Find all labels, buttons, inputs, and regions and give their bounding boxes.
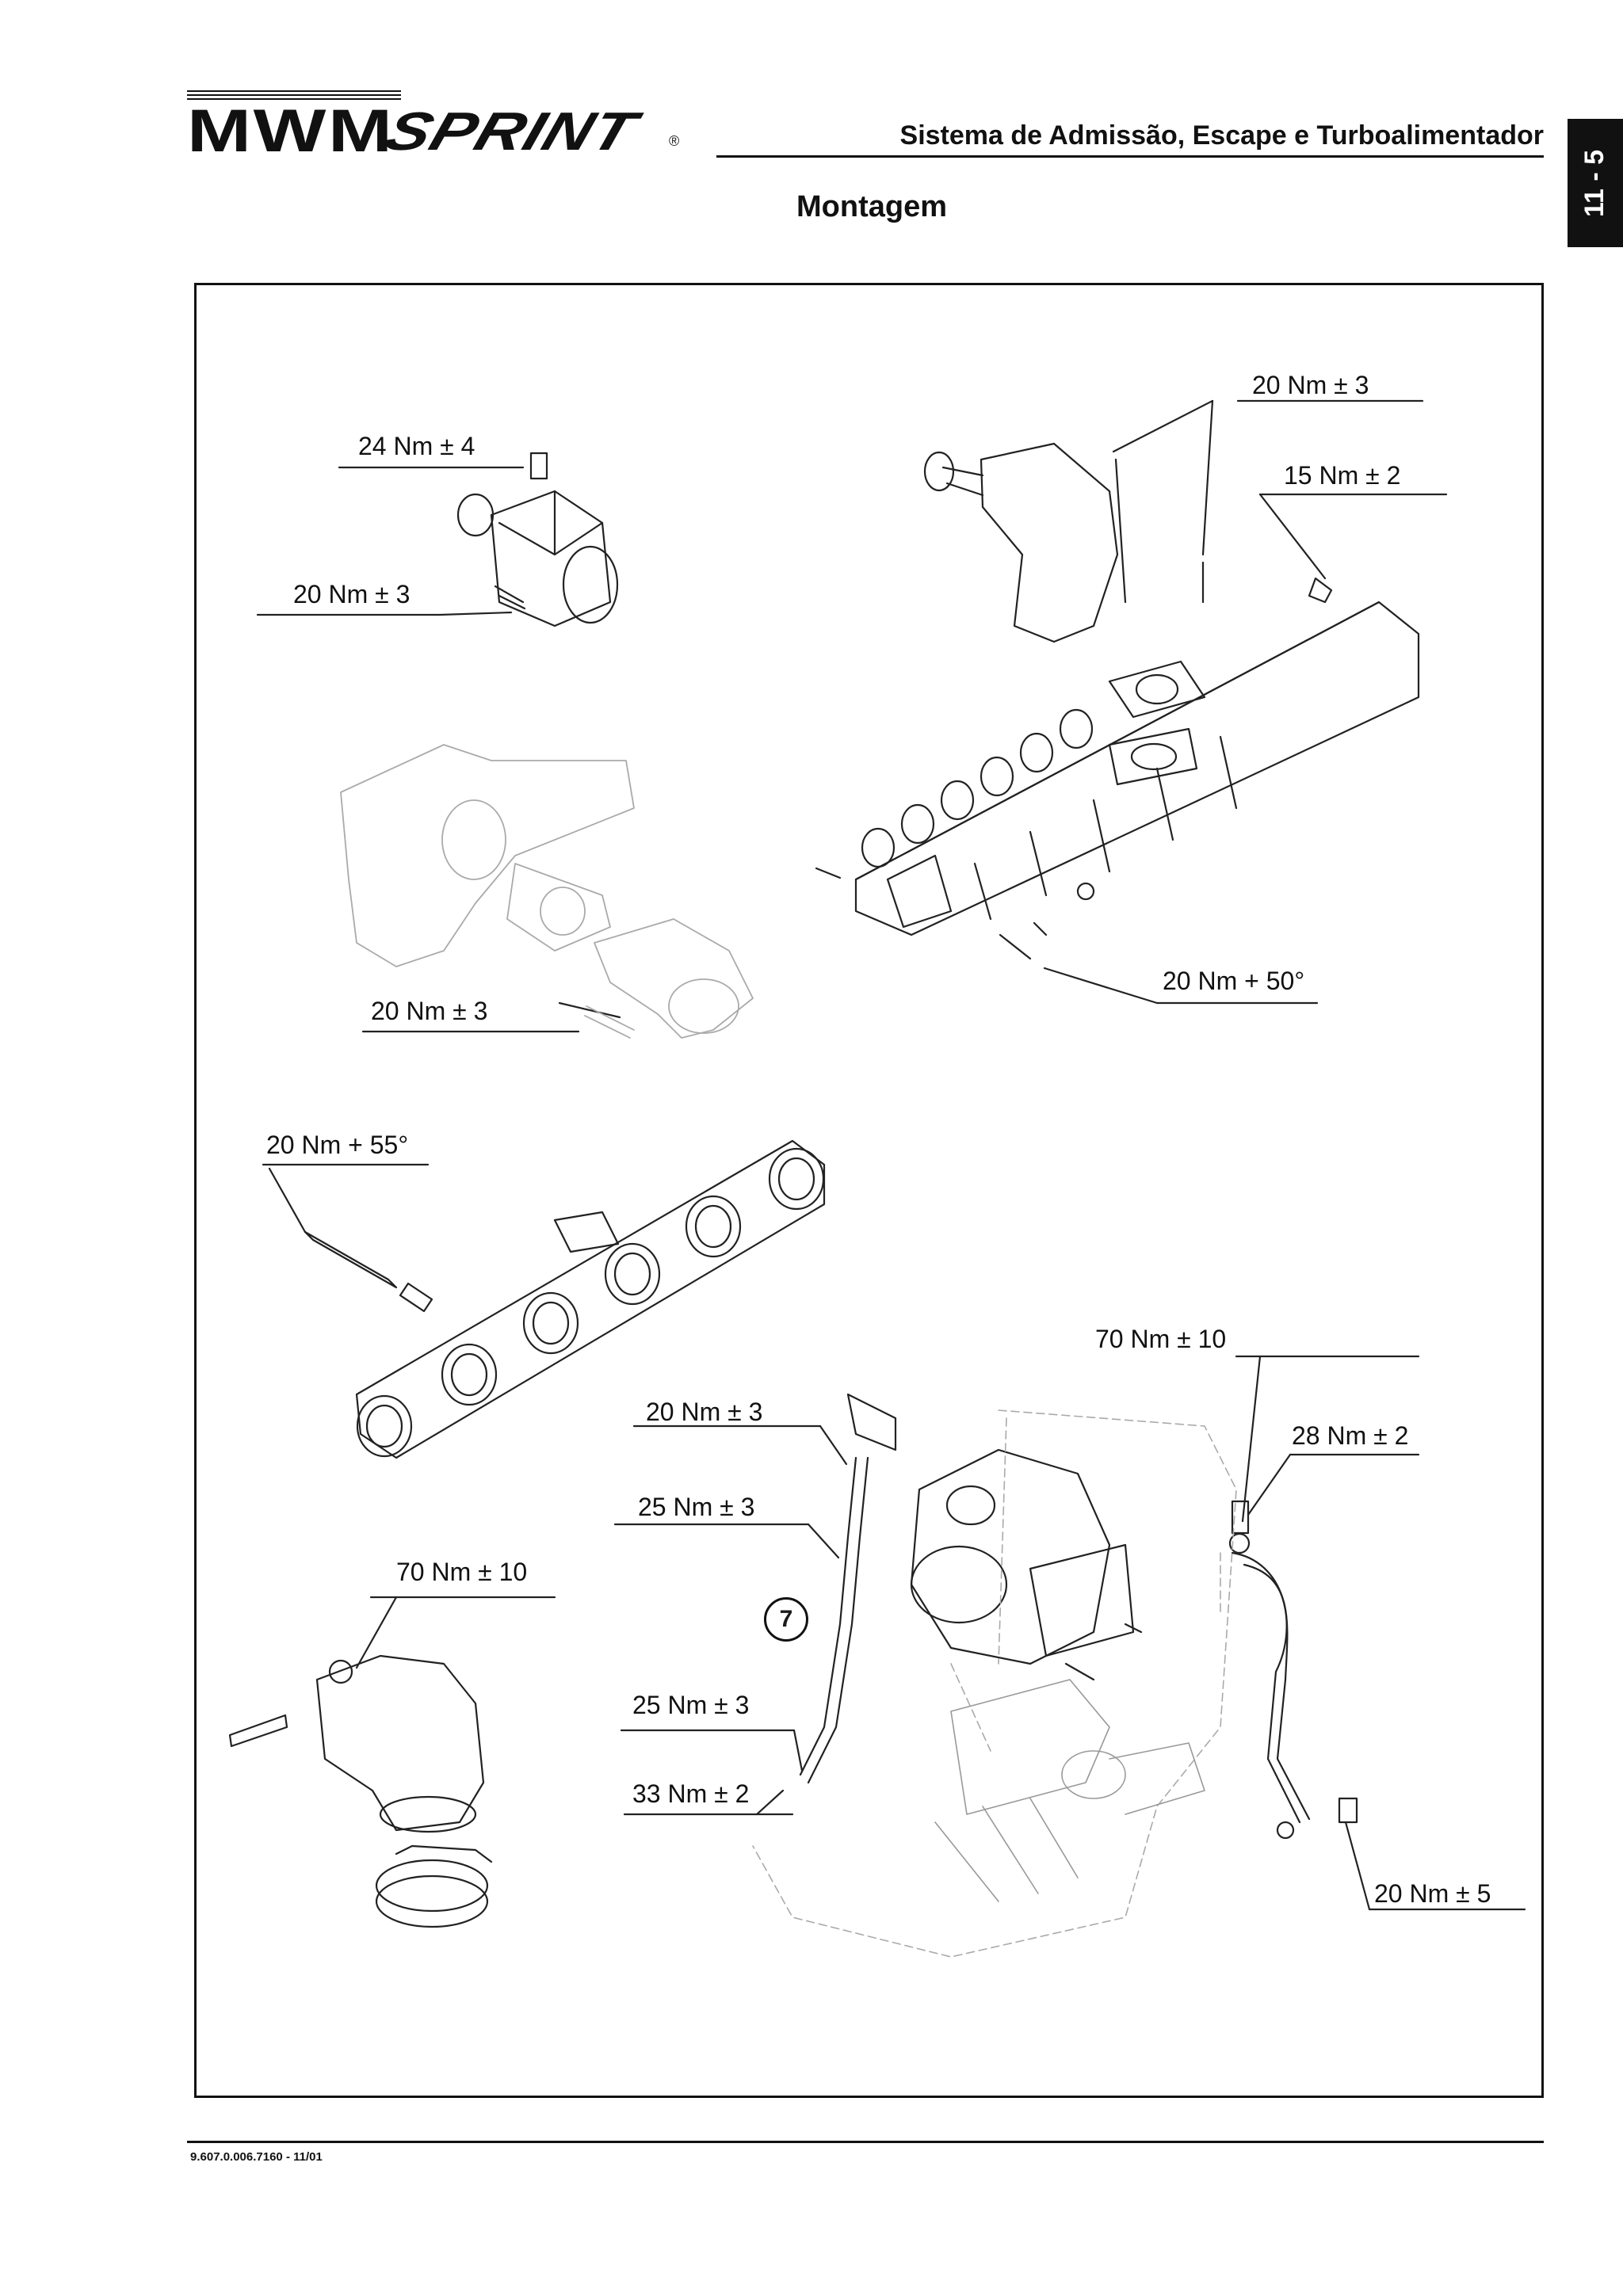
torque-label: 25 Nm ± 3 xyxy=(638,1493,755,1521)
torque-label: 24 Nm ± 4 xyxy=(358,432,475,460)
torque-label: 25 Nm ± 3 xyxy=(632,1691,750,1719)
footer-rule xyxy=(187,2141,1544,2143)
torque-label: 20 Nm ± 3 xyxy=(1252,371,1369,399)
page-title: Montagem xyxy=(796,190,947,223)
torque-label: 15 Nm ± 2 xyxy=(1284,461,1401,490)
section-title: Sistema de Admissão, Escape e Turboalime… xyxy=(899,120,1544,151)
logo-brand: MWM xyxy=(187,97,395,165)
logo-product: SPRINT xyxy=(377,101,644,162)
document-code: 9.607.0.006.7160 - 11/01 xyxy=(190,2150,323,2164)
torque-label: 28 Nm ± 2 xyxy=(1292,1421,1409,1450)
torque-label: 70 Nm ± 10 xyxy=(396,1558,528,1586)
registered-mark: ® xyxy=(669,133,680,149)
logo-stripes xyxy=(187,90,401,101)
torque-label: 70 Nm ± 10 xyxy=(1095,1325,1227,1353)
torque-label: 20 Nm ± 3 xyxy=(646,1398,763,1426)
torque-label: 20 Nm + 50° xyxy=(1163,967,1305,995)
torque-label: 20 Nm + 55° xyxy=(266,1131,409,1159)
mwm-sprint-logo: MWM SPRINT ® xyxy=(187,90,694,162)
callout-number: 7 xyxy=(764,1597,808,1642)
torque-label: 33 Nm ± 2 xyxy=(632,1779,750,1808)
torque-label: 20 Nm ± 3 xyxy=(371,997,488,1025)
torque-label: 20 Nm ± 5 xyxy=(1374,1879,1491,1908)
torque-label: 20 Nm ± 3 xyxy=(293,580,411,608)
header-rule xyxy=(716,155,1544,158)
diagram-frame xyxy=(194,283,1544,2098)
page-tab: 11 - 5 xyxy=(1568,119,1623,247)
